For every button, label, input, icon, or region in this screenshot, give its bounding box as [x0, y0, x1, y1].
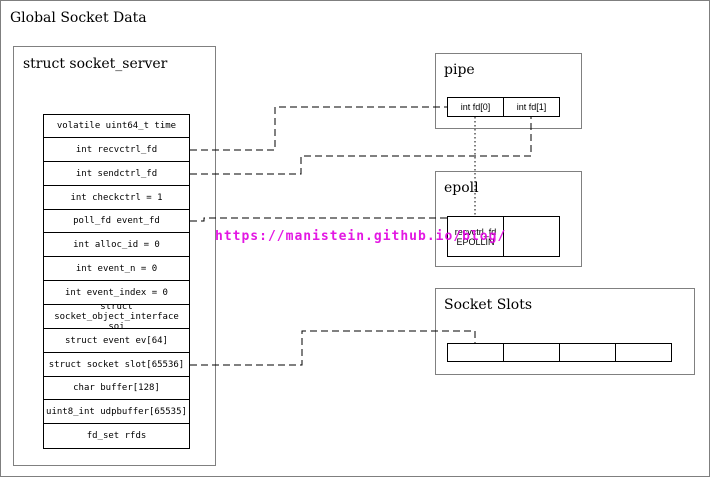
socket-slot-cell	[447, 343, 504, 362]
slot-to-socket-slots-line	[190, 330, 476, 366]
field-recvctrl-fd: int recvctrl_fd	[43, 137, 190, 162]
field-event-fd: poll_fd event_fd	[43, 209, 190, 233]
field-udpbuffer: uint8_int udpbuffer[65535]	[43, 399, 190, 424]
watermark-url: https://manistein.github.io/blog/	[215, 229, 507, 244]
field-event-n: int event_n = 0	[43, 256, 190, 281]
socket-slot-cell	[503, 343, 560, 362]
epoll-title: epoll	[444, 180, 479, 196]
field-time: volatile uint64_t time	[43, 114, 190, 138]
field-slot: struct socket slot[65536]	[43, 352, 190, 377]
field-buffer: char buffer[128]	[43, 376, 190, 400]
field-alloc-id: int alloc_id = 0	[43, 232, 190, 257]
epoll-empty-cell	[503, 216, 560, 257]
recvctrl-to-fd0-line	[190, 106, 447, 151]
field-checkctrl: int checkctrl = 1	[43, 185, 190, 210]
field-ev: struct event ev[64]	[43, 328, 190, 353]
field-sendctrl-fd: int sendctrl_fd	[43, 161, 190, 186]
field-event-index: int event_index = 0	[43, 280, 190, 305]
field-rfds: fd_set rfds	[43, 423, 190, 449]
eventfd-to-epoll-line	[190, 217, 447, 222]
epoll-event-cell: recvctrl_fd EPOLLIN	[447, 216, 504, 257]
pipe-title: pipe	[444, 62, 475, 78]
socket-slot-cell	[559, 343, 616, 362]
socket-server-title: struct socket_server	[23, 56, 168, 72]
socket-slots-title: Socket Slots	[444, 297, 533, 313]
diagram-title: Global Socket Data	[10, 10, 147, 26]
epoll-cell-fd: recvctrl_fd	[454, 226, 497, 237]
socket-slot-cell	[615, 343, 672, 362]
field-soi: struct socket_object_interface soi	[43, 304, 190, 329]
pipe-fd0-cell: int fd[0]	[447, 97, 504, 117]
pipe-fd1-cell: int fd[1]	[503, 97, 560, 117]
epoll-cell-flag: EPOLLIN	[456, 236, 495, 247]
